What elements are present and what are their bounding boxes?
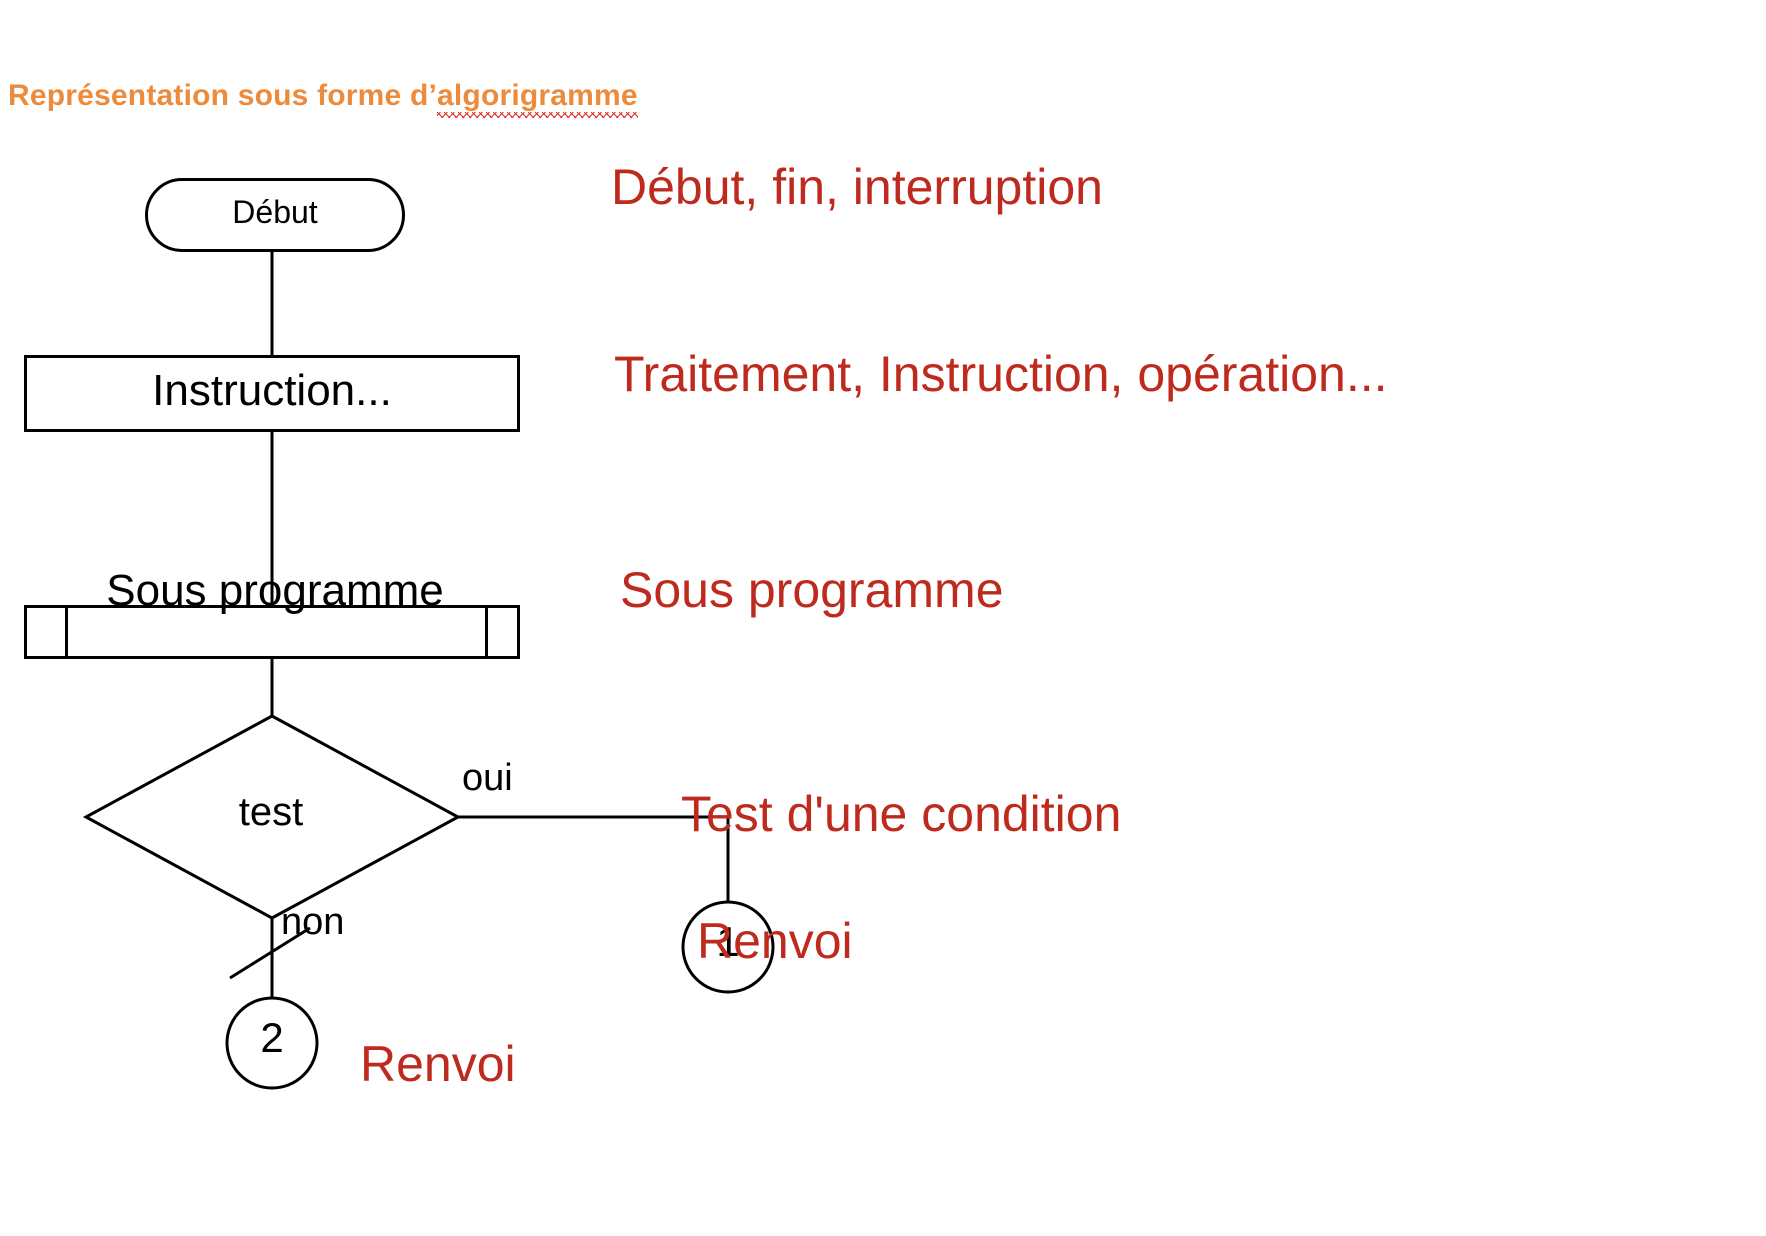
node-subroutine[interactable] xyxy=(24,605,520,659)
page-title-misspelled-word: algorigramme xyxy=(437,79,638,118)
edge-label-yes: oui xyxy=(462,757,513,799)
legend-process: Traitement, Instruction, opération... xyxy=(614,346,1388,402)
node-decision-label: test xyxy=(238,790,304,834)
subroutine-right-bar xyxy=(485,605,488,659)
node-connector-1-label: 1 xyxy=(716,918,740,965)
node-terminator-start[interactable] xyxy=(145,178,405,252)
node-subroutine-label: Sous programme xyxy=(106,566,444,615)
legend-connector-1: Renvoi xyxy=(697,913,853,969)
legend-decision: Test d'une condition xyxy=(681,786,1122,842)
node-terminator-start-label: Début xyxy=(232,194,318,230)
node-connector-2-label: 2 xyxy=(260,1014,284,1061)
subroutine-left-bar xyxy=(65,605,68,659)
node-process-instruction[interactable] xyxy=(24,355,520,432)
edge-label-no: non xyxy=(281,901,345,943)
legend-subroutine: Sous programme xyxy=(620,562,1004,618)
page-title: Représentation sous forme d’algorigramme xyxy=(8,79,638,118)
legend-connector-2: Renvoi xyxy=(360,1036,516,1092)
node-process-instruction-label: Instruction... xyxy=(152,366,392,415)
page-title-prefix: Représentation sous forme d’ xyxy=(8,79,438,112)
legend-terminator: Début, fin, interruption xyxy=(611,159,1103,215)
